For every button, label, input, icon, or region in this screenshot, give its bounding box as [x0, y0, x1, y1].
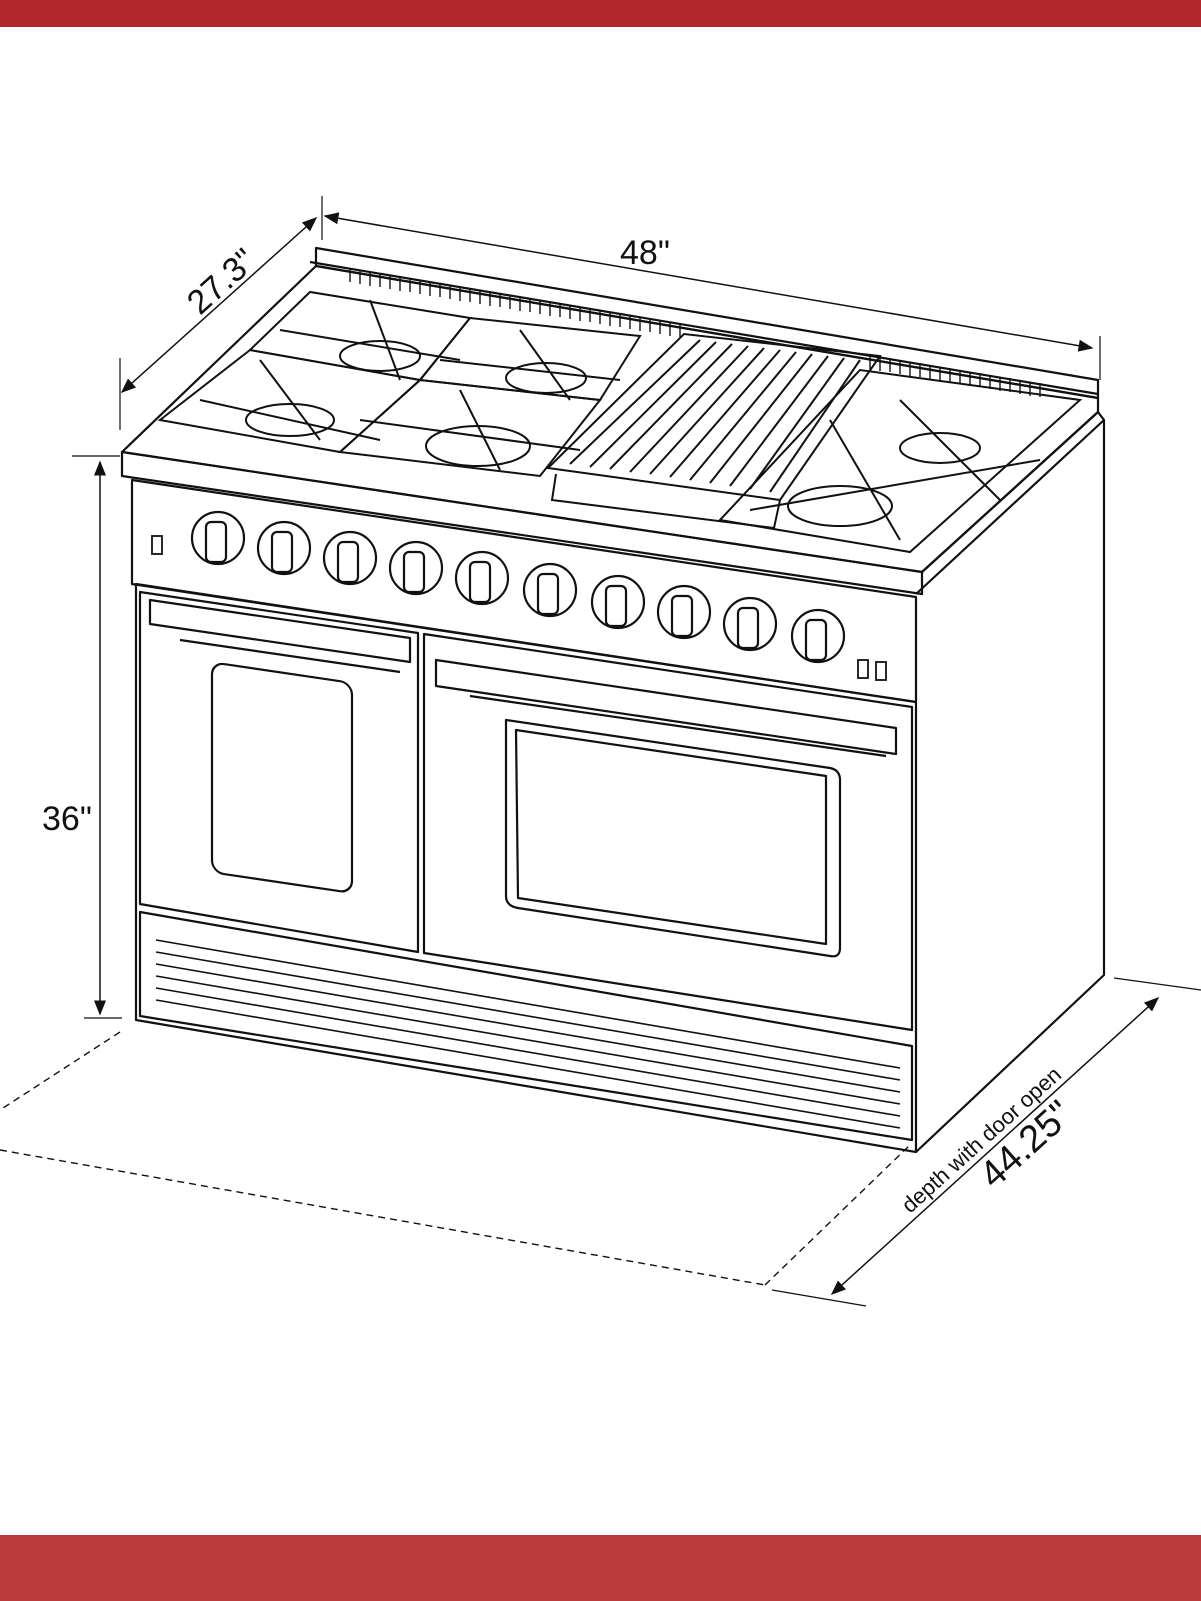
burner-grate-icon — [160, 292, 1080, 552]
depth-label: 27.3" — [180, 241, 264, 322]
control-knob-icon — [592, 576, 644, 628]
control-knob-icon — [724, 598, 776, 650]
kick-panel-louvres — [156, 940, 900, 1128]
control-knob-icon — [258, 522, 310, 574]
control-knob-icon — [658, 586, 710, 638]
control-knob-icon — [324, 532, 376, 584]
control-knob-icon — [792, 610, 844, 662]
width-label: 48" — [620, 234, 670, 272]
height-label: 36" — [42, 800, 92, 838]
width-dimension: 48" — [322, 196, 1100, 380]
height-dimension: 36" — [42, 456, 122, 1018]
door-open-depth-dimension: 44.25" depth with door open — [772, 978, 1201, 1306]
control-knob-icon — [192, 512, 244, 564]
switch-icon — [152, 536, 886, 680]
depth-dimension: 27.3" — [120, 218, 316, 430]
control-knob-icon — [524, 564, 576, 616]
control-knob-icon — [456, 552, 508, 604]
bottom-red-band — [0, 1535, 1201, 1601]
backsplash-vent — [350, 268, 1040, 397]
control-knob-icon — [390, 542, 442, 594]
grill-griddle-icon — [548, 334, 880, 528]
top-red-band — [0, 0, 1201, 27]
